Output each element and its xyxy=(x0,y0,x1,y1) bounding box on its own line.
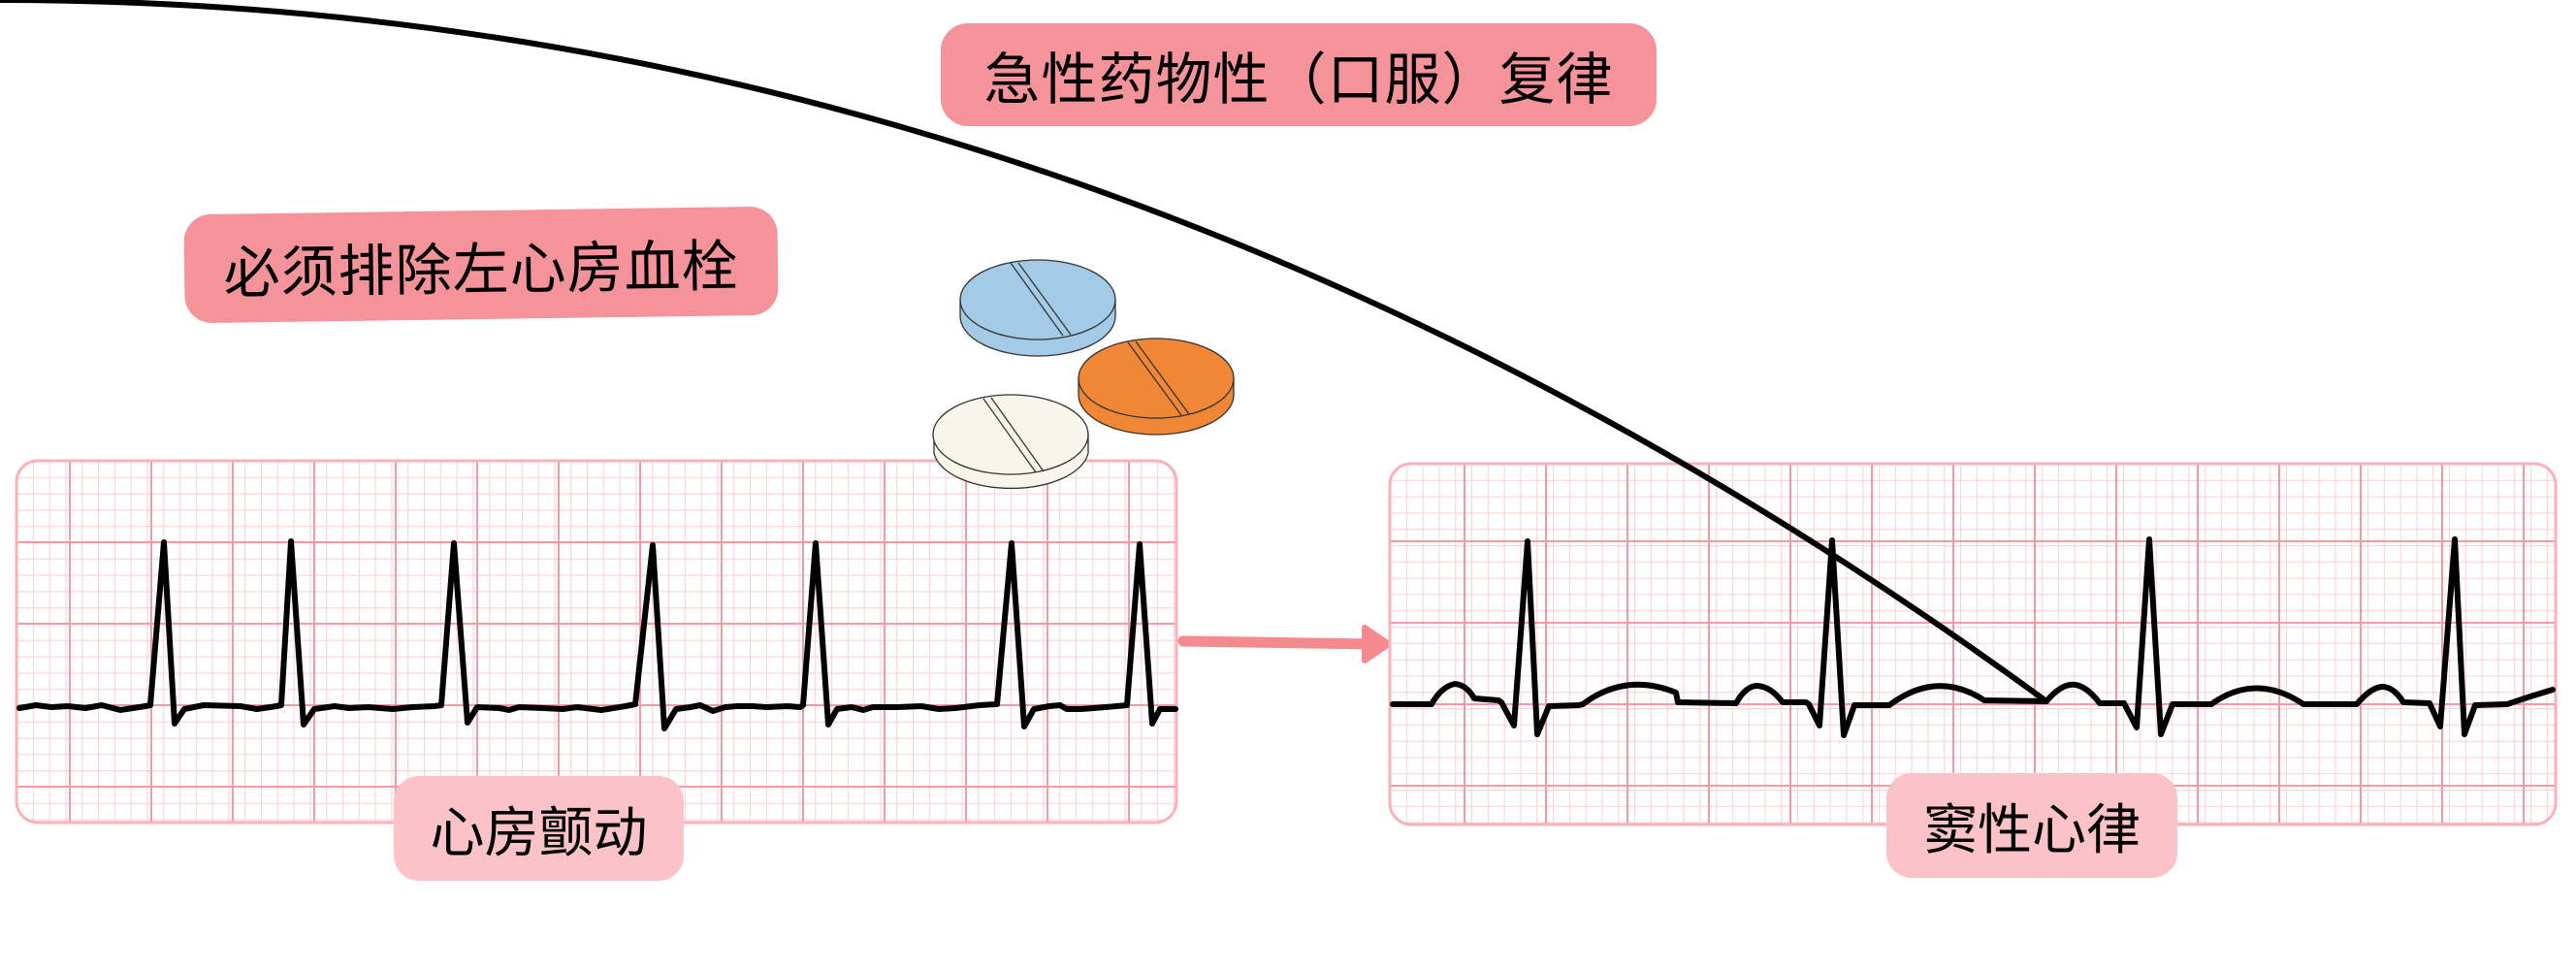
ecg-panel-atrial-fibrillation xyxy=(15,459,1178,824)
ecg-panel-sinus-rhythm xyxy=(0,0,2558,826)
ecg-trace-sinus-rhythm xyxy=(0,0,2556,738)
atrial-fibrillation-label: 心房颤动 xyxy=(394,776,684,881)
transition-arrow xyxy=(1177,625,1392,663)
ecg-trace-atrial-fibrillation xyxy=(16,538,1178,731)
title-badge: 急性药物性（口服）复律 xyxy=(941,23,1657,126)
blue-pill-icon xyxy=(959,259,1116,357)
sinus-rhythm-label: 窦性心律 xyxy=(1886,773,2177,878)
title-text: 急性药物性（口服）复律 xyxy=(983,47,1614,113)
orange-pill-icon xyxy=(1078,338,1235,436)
atrial-fibrillation-label-text: 心房颤动 xyxy=(430,801,648,865)
white-pill-icon xyxy=(932,394,1089,490)
sinus-rhythm-label-text: 窦性心律 xyxy=(1923,798,2141,862)
